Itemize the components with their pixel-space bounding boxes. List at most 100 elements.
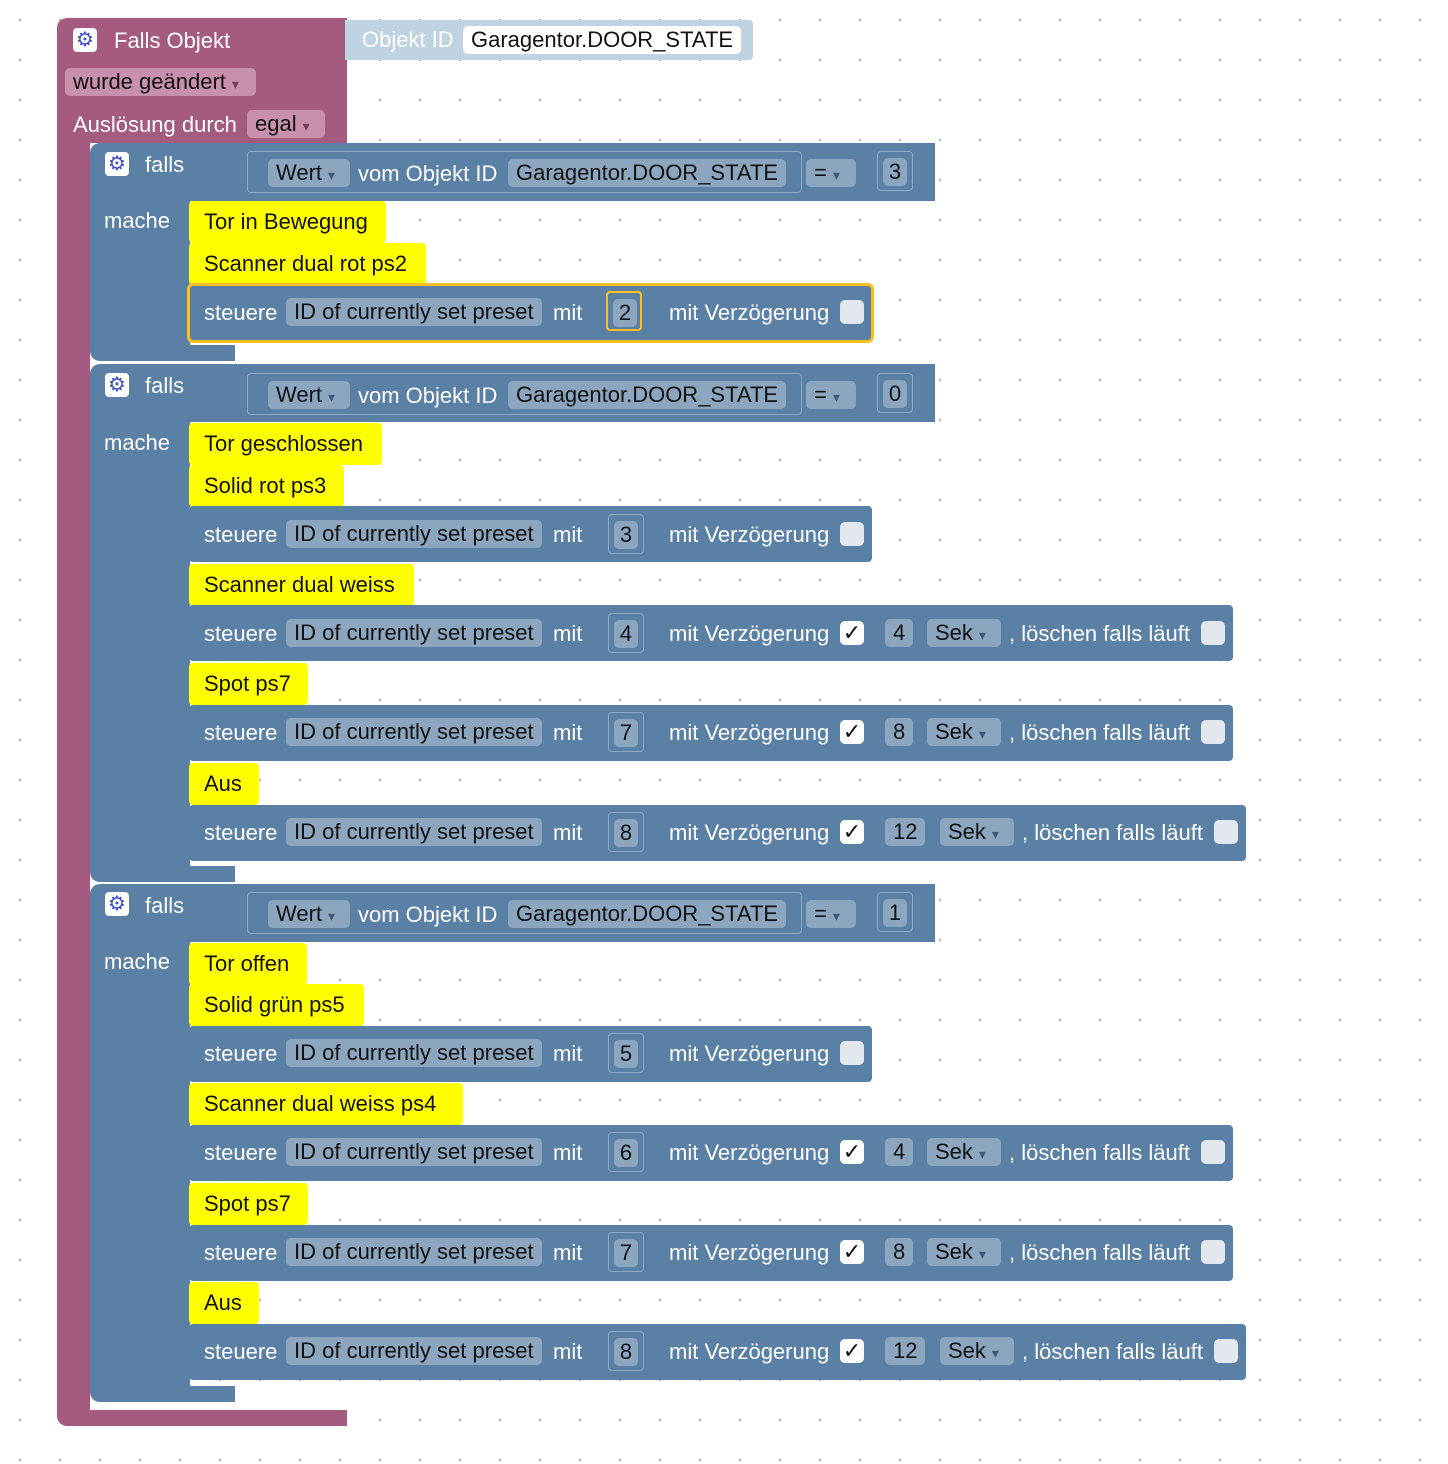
comment-block[interactable]: Aus	[189, 763, 259, 805]
gear-icon[interactable]: ⚙	[105, 892, 129, 916]
number-block[interactable]: 3	[877, 151, 913, 191]
gear-icon[interactable]: ⚙	[73, 28, 97, 52]
gear-icon[interactable]: ⚙	[105, 373, 129, 397]
delay-checkbox[interactable]: ✓	[840, 820, 864, 844]
triggered-by-dropdown[interactable]: egal▾	[247, 110, 325, 138]
clear-running-checkbox[interactable]	[1201, 1140, 1225, 1164]
number-block[interactable]: 5	[608, 1033, 644, 1073]
value-dropdown[interactable]: Wert▾	[268, 900, 350, 928]
state-id-field[interactable]: ID of currently set preset	[286, 1337, 542, 1365]
delay-checkbox[interactable]: ✓	[840, 1140, 864, 1164]
number-block[interactable]: 0	[877, 373, 913, 413]
delay-value-field[interactable]: 8	[885, 718, 914, 746]
clear-running-checkbox[interactable]	[1214, 1339, 1238, 1363]
clear-running-checkbox[interactable]	[1201, 720, 1225, 744]
number-field[interactable]: 3	[614, 521, 638, 549]
number-field[interactable]: 0	[883, 380, 907, 408]
number-block[interactable]: 3	[608, 514, 644, 554]
delay-checkbox[interactable]	[840, 1041, 864, 1065]
unit-value: Sek	[935, 620, 973, 645]
gear-icon[interactable]: ⚙	[105, 152, 129, 176]
delay-checkbox[interactable]: ✓	[840, 720, 864, 744]
operator-dropdown[interactable]: =▾	[806, 159, 856, 187]
number-field[interactable]: 6	[614, 1139, 638, 1167]
unit-dropdown[interactable]: Sek▾	[940, 818, 1014, 846]
comment-block[interactable]: Scanner dual weiss	[189, 564, 414, 606]
number-block[interactable]: 7	[608, 712, 644, 752]
number-field[interactable]: 7	[614, 1239, 638, 1267]
comment-block[interactable]: Spot ps7	[189, 663, 308, 705]
state-id-field[interactable]: ID of currently set preset	[286, 818, 542, 846]
do-label: mache	[104, 949, 171, 974]
chevron-down-icon: ▾	[832, 908, 840, 924]
delay-checkbox[interactable]	[840, 522, 864, 546]
delay-value-field[interactable]: 8	[885, 1238, 914, 1266]
number-field[interactable]: 8	[614, 819, 638, 847]
unit-dropdown[interactable]: Sek▾	[927, 1138, 1001, 1166]
number-block[interactable]: 8	[608, 812, 644, 852]
number-block[interactable]: 8	[608, 1331, 644, 1371]
comment-block[interactable]: Tor in Bewegung	[189, 201, 386, 243]
clear-running-checkbox[interactable]	[1201, 1240, 1225, 1264]
chevron-down-icon: ▾	[991, 826, 999, 842]
number-field[interactable]: 2	[613, 299, 637, 327]
delay-value-field[interactable]: 4	[885, 619, 914, 647]
value-dropdown[interactable]: Wert▾	[268, 381, 350, 409]
number-block[interactable]: 1	[877, 892, 913, 932]
unit-dropdown[interactable]: Sek▾	[927, 619, 1001, 647]
delay-value-field[interactable]: 4	[885, 1138, 914, 1166]
state-id-field[interactable]: ID of currently set preset	[286, 619, 542, 647]
number-block[interactable]: 4	[608, 613, 644, 653]
state-id-field[interactable]: ID of currently set preset	[286, 1238, 542, 1266]
object-id-field[interactable]: Garagentor.DOOR_STATE	[508, 381, 787, 409]
comment-block[interactable]: Aus	[189, 1282, 259, 1324]
object-id-block[interactable]: Objekt ID Garagentor.DOOR_STATE	[345, 20, 753, 60]
delay-checkbox[interactable]: ✓	[840, 1240, 864, 1264]
state-id-field[interactable]: ID of currently set preset	[286, 298, 542, 326]
comment-block[interactable]: Tor offen	[189, 943, 307, 985]
unit-dropdown[interactable]: Sek▾	[940, 1337, 1014, 1365]
unit-dropdown[interactable]: Sek▾	[927, 718, 1001, 746]
number-field[interactable]: 1	[883, 899, 907, 927]
object-id-field[interactable]: Garagentor.DOOR_STATE	[508, 159, 787, 187]
comment-block[interactable]: Scanner dual weiss ps4	[189, 1083, 463, 1125]
number-field[interactable]: 5	[614, 1040, 638, 1068]
delay-checkbox[interactable]	[840, 300, 864, 324]
number-field[interactable]: 8	[614, 1338, 638, 1366]
number-block[interactable]: 7	[608, 1232, 644, 1272]
state-id-field[interactable]: ID of currently set preset	[286, 520, 542, 548]
delay-checkbox[interactable]: ✓	[840, 621, 864, 645]
number-block[interactable]: 2	[606, 291, 642, 331]
operator-dropdown[interactable]: =▾	[806, 381, 856, 409]
delay-value-field[interactable]: 12	[885, 818, 926, 846]
comment-block[interactable]: Spot ps7	[189, 1183, 308, 1225]
clear-running-checkbox[interactable]	[1214, 820, 1238, 844]
value-dropdown[interactable]: Wert▾	[268, 159, 350, 187]
comment-block[interactable]: Tor geschlossen	[189, 423, 382, 465]
with-label: mit	[553, 522, 583, 547]
operator-dropdown[interactable]: =▾	[806, 900, 856, 928]
comment-block[interactable]: Solid grün ps5	[189, 984, 364, 1026]
delay-checkbox[interactable]: ✓	[840, 1339, 864, 1363]
comment-block[interactable]: Solid rot ps3	[189, 465, 344, 507]
unit-dropdown[interactable]: Sek▾	[927, 1238, 1001, 1266]
number-field[interactable]: 7	[614, 719, 638, 747]
delay-value-field[interactable]: 12	[885, 1337, 926, 1365]
event-dropdown[interactable]: wurde geändert▾	[65, 68, 256, 96]
event-dropdown-value: wurde geändert	[73, 69, 226, 94]
object-id-field[interactable]: Garagentor.DOOR_STATE	[463, 26, 742, 54]
with-delay-label: mit Verzögerung	[669, 1240, 830, 1265]
comment-block[interactable]: Scanner dual rot ps2	[189, 243, 426, 285]
with-delay-label: mit Verzögerung	[669, 300, 830, 325]
operator-value: =	[814, 160, 827, 185]
with-label: mit	[553, 1041, 583, 1066]
state-id-field[interactable]: ID of currently set preset	[286, 718, 542, 746]
if-block-foot	[90, 345, 235, 361]
object-id-field[interactable]: Garagentor.DOOR_STATE	[508, 900, 787, 928]
number-block[interactable]: 6	[608, 1132, 644, 1172]
number-field[interactable]: 4	[614, 620, 638, 648]
state-id-field[interactable]: ID of currently set preset	[286, 1138, 542, 1166]
state-id-field[interactable]: ID of currently set preset	[286, 1039, 542, 1067]
clear-running-checkbox[interactable]	[1201, 621, 1225, 645]
number-field[interactable]: 3	[883, 158, 907, 186]
